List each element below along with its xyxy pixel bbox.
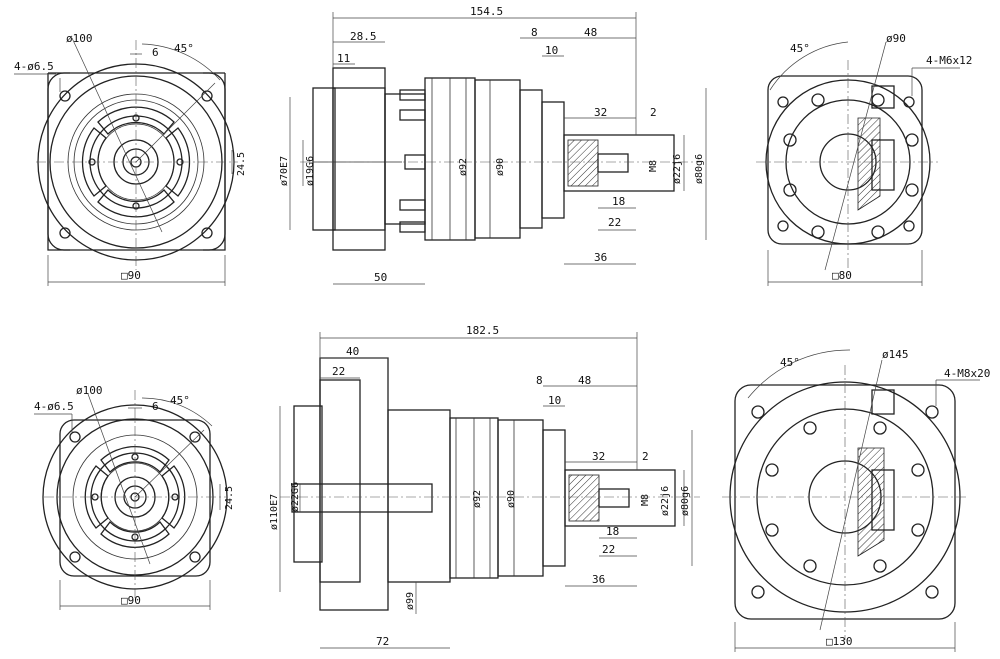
rear-label-45: 45° — [790, 42, 810, 55]
label-d90-b: ø90 — [506, 490, 517, 508]
input-body — [332, 87, 386, 231]
label-45-b: 45° — [170, 394, 190, 407]
rear-clamp — [871, 139, 895, 191]
label-h245-b: 24.5 — [224, 486, 235, 510]
label-len-b: 182.5 — [466, 324, 499, 337]
input-bore-b — [291, 483, 433, 513]
angle-arc — [141, 43, 221, 81]
rear-bolts-b — [751, 405, 939, 599]
label-d92-b: ø92 — [472, 490, 483, 508]
label-d80-b: ø80g6 — [680, 486, 691, 516]
output-housing-b — [542, 429, 566, 567]
label-22: 22 — [608, 216, 621, 229]
rear-label-d90: ø90 — [886, 32, 906, 45]
rear-screw — [871, 85, 895, 109]
label-d80: ø80g6 — [694, 154, 705, 184]
rear-square — [767, 75, 923, 245]
label-len: 154.5 — [470, 5, 503, 18]
label-32: 32 — [594, 106, 607, 119]
label-d22g: ø22G6 — [290, 482, 301, 512]
label-22-b: 22 — [602, 543, 615, 556]
bottom-side-view: 182.5 40 22 8 48 10 32 2 18 22 36 72 ø11… — [269, 324, 700, 649]
top-side-view: 154.5 28.5 11 8 48 10 32 2 18 22 36 50 ø… — [279, 5, 707, 285]
label-72: 72 — [376, 635, 389, 648]
square-flange — [47, 72, 226, 251]
label-22a: 22 — [332, 365, 345, 378]
label-285: 28.5 — [350, 30, 377, 43]
label-d100: ø100 — [66, 32, 93, 45]
housing-2-b — [497, 419, 544, 577]
label-m8: M8 — [648, 160, 659, 172]
label-d110: ø110E7 — [269, 494, 280, 530]
output-shaft — [563, 134, 675, 192]
keyway — [597, 153, 629, 173]
rear-label-sq-b: □130 — [826, 635, 853, 648]
label-sq90: □90 — [121, 269, 141, 282]
label-18: 18 — [612, 195, 625, 208]
rear-hatch — [857, 117, 881, 211]
label-8-b: 8 — [536, 374, 543, 387]
dia-leader — [71, 37, 163, 233]
label-d70: ø70E7 — [279, 156, 290, 186]
label-48: 48 — [584, 26, 597, 39]
label-sq90-b: □90 — [121, 594, 141, 607]
bottom-rear-view: 45° ø145 4-M8x20 □130 — [722, 348, 990, 652]
label-10: 10 — [545, 44, 558, 57]
flange-body — [332, 67, 386, 251]
top-rear-view: 45° ø90 4-M6x12 □80 — [756, 32, 972, 286]
label-10-b: 10 — [548, 394, 561, 407]
rear-hatch-b — [857, 447, 885, 557]
label-m8-b: M8 — [640, 494, 651, 506]
label-d90: ø90 — [495, 158, 506, 176]
label-36: 36 — [594, 251, 607, 264]
rear-leader — [824, 41, 887, 271]
label-d92: ø92 — [458, 158, 469, 176]
label-holes-b: 4-ø6.5 — [34, 400, 74, 413]
label-11: 11 — [337, 52, 350, 65]
input-flange — [312, 87, 336, 231]
rear-angle-arc — [769, 41, 849, 91]
label-2: 2 — [650, 106, 657, 119]
output-shaft-b — [564, 469, 676, 527]
label-six-b: 6 — [152, 400, 159, 413]
label-48-b: 48 — [578, 374, 591, 387]
output-flange — [541, 101, 565, 219]
rear-label-holes-b: 4-M8x20 — [944, 367, 990, 380]
label-50: 50 — [374, 271, 387, 284]
shaft-hatch — [567, 139, 599, 187]
label-d22: ø22j6 — [672, 154, 683, 184]
bolt-heads — [399, 89, 426, 233]
flange-outline — [47, 72, 226, 251]
label-2-b: 2 — [642, 450, 649, 463]
top-front-view: ø100 6 45° 4-ø6.5 24.5 □90 — [14, 32, 247, 286]
bottom-front-view: ø100 6 45° 4-ø6.5 24.5 □90 — [34, 384, 235, 610]
rear-label-d145: ø145 — [882, 348, 909, 361]
label-d19: ø19G6 — [305, 156, 316, 186]
label-45: 45° — [174, 42, 194, 55]
label-holes: 4-ø6.5 — [14, 60, 54, 73]
output-housing — [519, 89, 543, 229]
label-8: 8 — [531, 26, 538, 39]
pockets-b — [84, 446, 186, 548]
label-d100-b: ø100 — [76, 384, 103, 397]
label-18-b: 18 — [606, 525, 619, 538]
housing-grooves — [431, 78, 491, 240]
pockets — [81, 106, 191, 218]
mounting-holes-b — [69, 431, 201, 563]
label-d99: ø99 — [405, 592, 416, 610]
label-h245: 24.5 — [236, 152, 247, 176]
adapter-b — [387, 409, 451, 583]
rear-label-sq: □80 — [832, 269, 852, 282]
label-40: 40 — [346, 345, 359, 358]
label-36-b: 36 — [592, 573, 605, 586]
label-six: 6 — [152, 46, 159, 59]
rear-label-45-b: 45° — [780, 356, 800, 369]
label-d22-b: ø22j6 — [660, 486, 671, 516]
label-32-b: 32 — [592, 450, 605, 463]
angle-line — [135, 82, 216, 163]
rear-label-holes: 4-M6x12 — [926, 54, 972, 67]
rear-bolts — [777, 93, 919, 239]
